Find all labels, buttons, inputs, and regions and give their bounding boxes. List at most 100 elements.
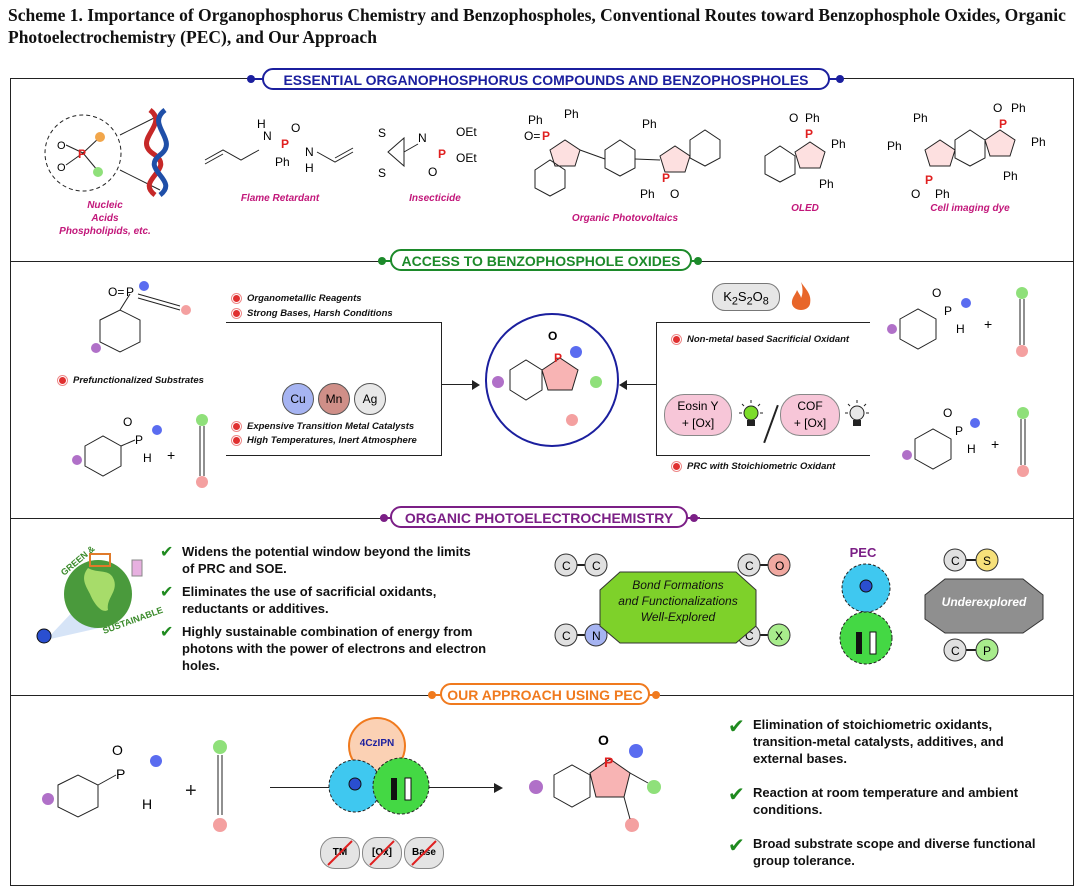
pec-bullet-1: Widens the potential window beyond the l… xyxy=(182,544,471,576)
svg-text:Ph: Ph xyxy=(1011,101,1026,115)
svg-text:S: S xyxy=(378,126,386,140)
svg-text:O: O xyxy=(598,732,609,748)
cell-imaging-dye-structure: Ph Ph P O Ph O Ph P Ph Ph xyxy=(887,101,1046,201)
svg-text:C: C xyxy=(745,629,754,643)
approach-bullet-3: Broad substrate scope and diverse functi… xyxy=(753,836,1036,868)
svg-text:O: O xyxy=(428,165,437,179)
svg-text:H: H xyxy=(305,161,314,175)
metal-cu: Cu xyxy=(282,383,314,415)
svg-text:P: P xyxy=(983,644,991,658)
label-nucleic-acids: Nucleic Acids Phospholipids, etc. xyxy=(59,200,151,237)
svg-text:O: O xyxy=(291,121,300,135)
route-line-top xyxy=(226,322,442,323)
svg-text:P: P xyxy=(126,285,134,299)
pec-bullet-3: Highly sustainable combination of energy… xyxy=(182,624,487,673)
banner-access: ACCESS TO BENZOPHOSPHOLE OXIDES xyxy=(390,249,692,271)
prefunctionalized-substrate-structure: O= P xyxy=(91,281,191,353)
note-prefunctionalized: Prefunctionalized Substrates xyxy=(58,375,204,386)
check-icon: ✔ xyxy=(160,544,174,561)
svg-text:O: O xyxy=(548,329,557,343)
banner-essential: ESSENTIAL ORGANOPHOSPHORUS COMPOUNDS AND… xyxy=(262,68,830,90)
svg-text:OEt: OEt xyxy=(456,151,477,165)
underexplored-panel: C S C P xyxy=(924,548,1044,662)
route-line-vertical-right xyxy=(656,322,657,455)
svg-text:O: O xyxy=(775,559,784,573)
svg-text:Ph: Ph xyxy=(935,187,950,201)
arrowhead-right-route xyxy=(619,380,627,390)
svg-text:P: P xyxy=(999,117,1007,131)
phosphine-oxide-alkyne-left: O P H + xyxy=(72,414,208,488)
green-sustainable-globe: GREEN & SUSTAINABLE xyxy=(36,543,164,644)
svg-text:Ph: Ph xyxy=(913,111,928,125)
svg-text:Ph: Ph xyxy=(275,155,290,169)
svg-text:O: O xyxy=(911,187,920,201)
svg-text:Ph: Ph xyxy=(805,111,820,125)
svg-text:O: O xyxy=(670,187,679,201)
svg-text:P: P xyxy=(438,147,446,161)
route-line-bottom-right xyxy=(656,455,870,456)
svg-text:Ph: Ph xyxy=(819,177,834,191)
svg-text:S: S xyxy=(983,554,991,568)
svg-text:P: P xyxy=(662,171,670,185)
flame-icon xyxy=(791,282,811,310)
svg-text:P: P xyxy=(955,424,963,438)
svg-text:H: H xyxy=(257,117,266,131)
svg-text:+: + xyxy=(991,436,999,452)
well-explored-octagon-shape xyxy=(599,571,757,644)
metal-mn: Mn xyxy=(318,383,350,415)
svg-text:N: N xyxy=(305,145,314,159)
svg-text:Ph: Ph xyxy=(640,187,655,201)
check-icon: ✔ xyxy=(160,584,174,601)
white-light-bulb-icon xyxy=(845,400,869,426)
label-insecticide: Insecticide xyxy=(409,193,461,204)
svg-text:Ph: Ph xyxy=(564,107,579,121)
approach-product: O P xyxy=(529,732,661,832)
banner-pec: ORGANIC PHOTOELECTROCHEMISTRY xyxy=(390,506,688,528)
svg-text:N: N xyxy=(418,131,427,145)
svg-text:P: P xyxy=(135,433,143,447)
label-oled: OLED xyxy=(791,203,819,214)
svg-text:O: O xyxy=(932,286,941,300)
svg-text:S: S xyxy=(378,166,386,180)
svg-text:P: P xyxy=(116,766,125,782)
nucleic-acid-illustration: P O O xyxy=(44,108,169,197)
pec-bullet-2: Eliminates the use of sacrificial oxidan… xyxy=(182,584,437,616)
note-strong-bases: Strong Bases, Harsh Conditions xyxy=(232,308,393,319)
pec-icon xyxy=(839,563,893,665)
svg-text:P: P xyxy=(542,129,550,143)
svg-text:C: C xyxy=(951,554,960,568)
pec-catalyst-cycle-icon xyxy=(328,717,430,815)
svg-text:O: O xyxy=(57,140,66,152)
eosin-y-catalyst: Eosin Y+ [Ox] xyxy=(664,394,732,436)
flame-retardant-structure: N H P O Ph N H xyxy=(204,117,354,175)
approach-reactants: O P H xyxy=(42,740,227,832)
svg-text:C: C xyxy=(745,559,754,573)
note-high-temperatures: High Temperatures, Inert Atmosphere xyxy=(232,435,417,446)
note-prc-oxidant: PRC with Stoichiometric Oxidant xyxy=(672,461,835,472)
metal-ag: Ag xyxy=(354,383,386,415)
approach-bullet-2: Reaction at room temperature and ambient… xyxy=(753,785,1019,817)
check-icon: ✔ xyxy=(728,784,745,806)
benzophosphole-oxide-product: O P xyxy=(485,313,619,447)
svg-text:O: O xyxy=(57,162,66,174)
route-line-top-right xyxy=(656,322,870,323)
svg-text:P: P xyxy=(78,147,86,161)
svg-text:C: C xyxy=(951,644,960,658)
catalyst-label: 4CzIPN xyxy=(359,738,395,749)
oled-structure: O Ph P Ph Ph xyxy=(764,111,846,191)
svg-text:O: O xyxy=(789,111,798,125)
label-flame-retardant: Flame Retardant xyxy=(240,193,320,204)
arrow-left-route xyxy=(441,384,475,385)
svg-text:P: P xyxy=(554,351,562,365)
svg-text:N: N xyxy=(592,629,601,643)
photovoltaic-structure: Ph Ph O= P Ph P Ph O xyxy=(524,107,721,201)
svg-text:P: P xyxy=(805,127,813,141)
check-icon: ✔ xyxy=(728,835,745,857)
phosphine-oxide-alkyne-right-top: O P H + xyxy=(887,286,1028,357)
svg-text:+: + xyxy=(984,316,992,332)
svg-text:Ph: Ph xyxy=(831,137,846,151)
svg-text:O: O xyxy=(123,415,132,429)
svg-text:H: H xyxy=(956,322,965,336)
